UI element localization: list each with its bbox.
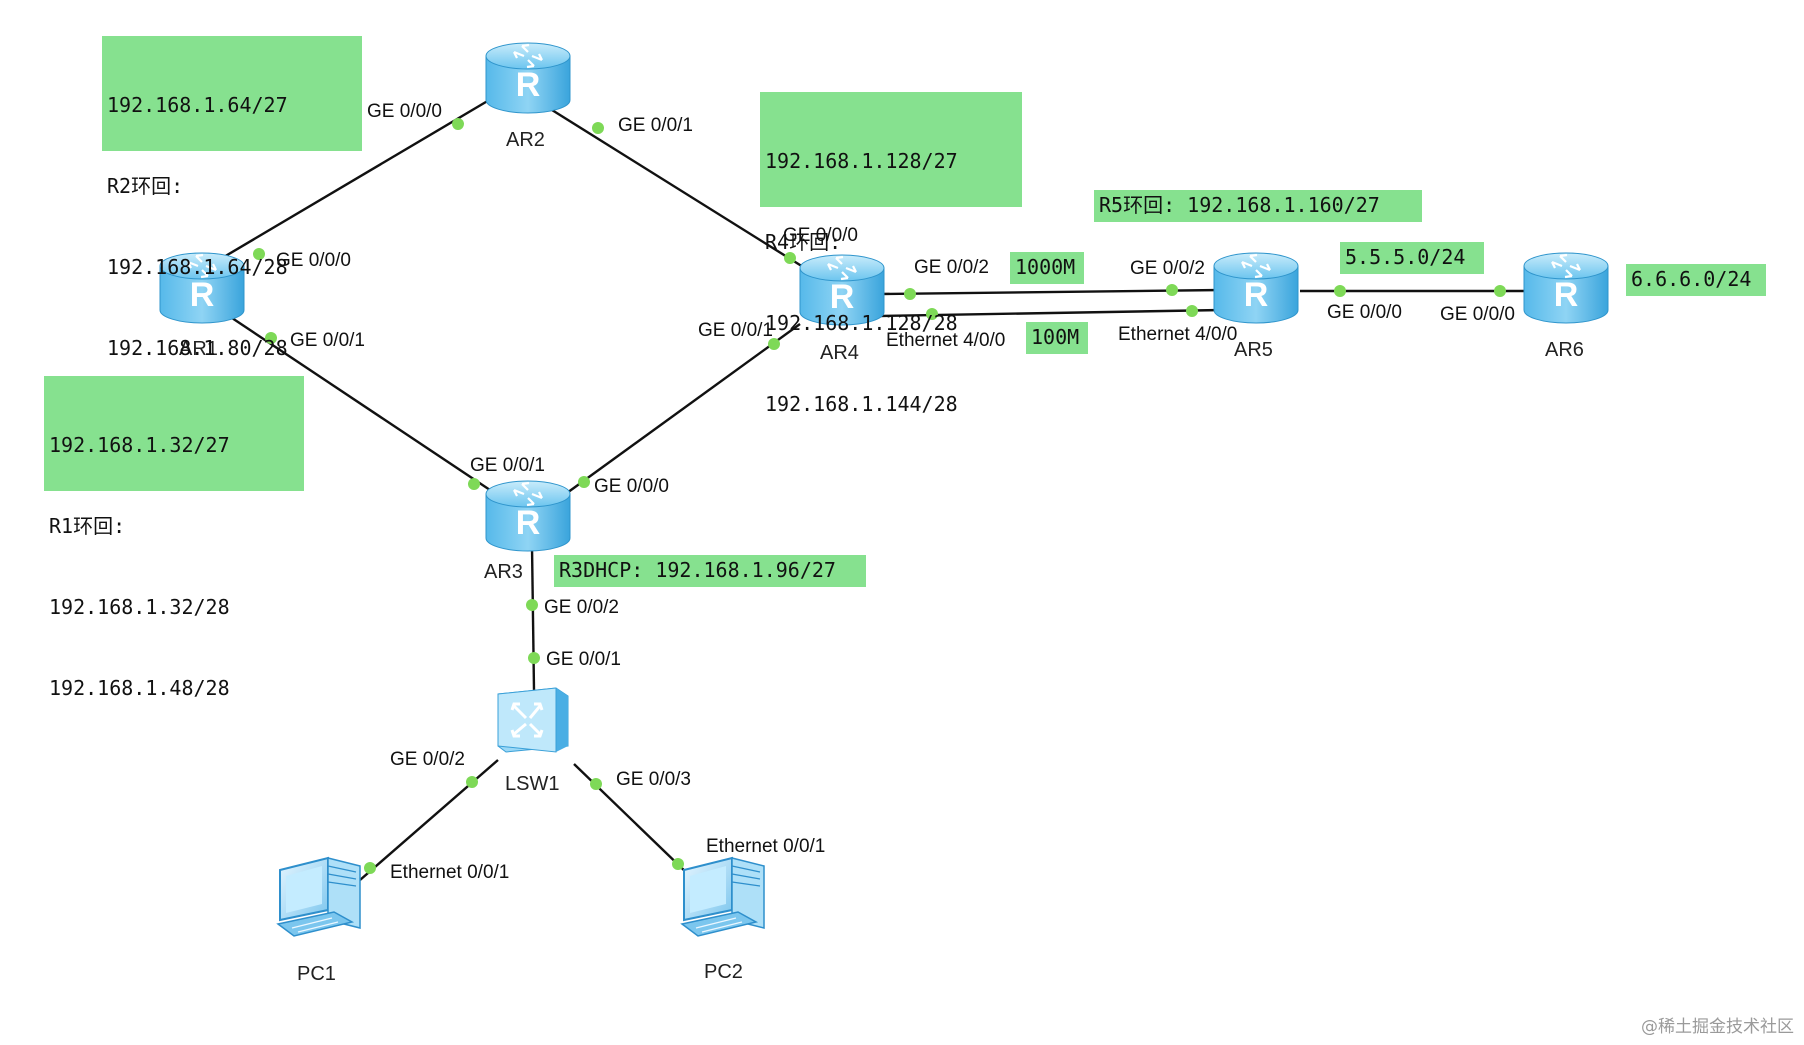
port-label: GE 0/0/2 — [914, 257, 989, 278]
note-link-100m: 100M — [1026, 322, 1088, 354]
port-label: GE 0/0/1 — [698, 320, 773, 341]
link-ar3-lsw1 — [530, 545, 536, 691]
port-label: GE 0/0/1 — [470, 455, 545, 476]
note-line: 192.168.1.64/28 — [107, 255, 288, 279]
note-r2-subnet: 192.168.1.64/27 R2环回: 192.168.1.64/28 19… — [102, 36, 362, 360]
port-label: GE 0/0/2 — [544, 597, 619, 618]
port-dot — [578, 476, 590, 488]
watermark: @稀土掘金技术社区 — [1641, 1017, 1794, 1037]
device-label-ar6: AR6 — [1545, 339, 1584, 361]
port-label: GE 0/0/3 — [616, 769, 691, 790]
router-ar3[interactable] — [484, 479, 572, 553]
device-label-lsw1: LSW1 — [505, 773, 559, 795]
note-link-1000m: 1000M — [1010, 252, 1084, 284]
port-label: GE 0/0/1 — [546, 649, 621, 670]
port-dot — [672, 858, 684, 870]
port-dot — [265, 332, 277, 344]
port-dot — [1494, 285, 1506, 297]
port-dot — [1166, 284, 1178, 296]
router-ar2[interactable] — [484, 41, 572, 115]
link-ar3-ar4 — [559, 323, 801, 499]
port-label: GE 0/0/2 — [1130, 258, 1205, 279]
link-ar4-ar5-1000m — [879, 288, 1223, 296]
port-label: Ethernet 0/0/1 — [706, 836, 825, 857]
device-label-pc1: PC1 — [297, 963, 336, 985]
port-label: Ethernet 4/0/0 — [1118, 324, 1237, 345]
port-label: GE 0/0/1 — [618, 115, 693, 136]
note-line: 192.168.1.128/28 — [765, 311, 958, 335]
port-dot — [768, 338, 780, 350]
port-dot — [590, 778, 602, 790]
port-dot — [1186, 305, 1198, 317]
router-ar6[interactable] — [1522, 251, 1610, 325]
switch-lsw1[interactable] — [496, 686, 570, 754]
port-dot — [592, 122, 604, 134]
note-r3-dhcp: R3DHCP: 192.168.1.96/27 — [554, 555, 866, 587]
port-label: Ethernet 0/0/1 — [390, 862, 509, 883]
port-dot — [466, 776, 478, 788]
port-dot — [1334, 285, 1346, 297]
port-label: GE 0/0/0 — [1327, 302, 1402, 323]
note-r5-loopback: R5环回: 192.168.1.160/27 — [1094, 190, 1422, 222]
port-label: GE 0/0/0 — [276, 250, 351, 271]
port-label: GE 0/0/1 — [290, 330, 365, 351]
note-line: 192.168.1.32/28 — [49, 595, 230, 619]
note-line: R4环回: — [765, 230, 842, 254]
note-line: 192.168.1.64/27 — [107, 93, 288, 117]
note-line: R2环回: — [107, 174, 184, 198]
link-ar2-ar4 — [535, 98, 809, 272]
device-label-ar2: AR2 — [506, 129, 545, 151]
note-line: 192.168.1.144/28 — [765, 392, 958, 416]
port-dot — [253, 248, 265, 260]
device-label-ar4: AR4 — [820, 342, 859, 364]
note-line: 192.168.1.32/27 — [49, 433, 230, 457]
device-label-ar5: AR5 — [1234, 339, 1273, 361]
note-net-6666: 6.6.6.0/24 — [1626, 264, 1766, 296]
port-dot — [528, 652, 540, 664]
port-label: GE 0/0/0 — [1440, 304, 1515, 325]
pc-pc2[interactable] — [681, 857, 765, 937]
port-label: GE 0/0/0 — [367, 101, 442, 122]
note-r4-subnet: 192.168.1.128/27 R4环回: 192.168.1.128/28 … — [760, 92, 1022, 416]
port-dot — [904, 288, 916, 300]
port-label: GE 0/0/0 — [783, 225, 858, 246]
port-dot — [452, 118, 464, 130]
port-dot — [526, 599, 538, 611]
port-dot — [926, 308, 938, 320]
link-ar1-ar2 — [211, 94, 497, 266]
note-r1-subnet: 192.168.1.32/27 R1环回: 192.168.1.32/28 19… — [44, 376, 304, 700]
note-net-5555: 5.5.5.0/24 — [1340, 242, 1484, 274]
note-line: 192.168.1.48/28 — [49, 676, 230, 700]
port-dot — [364, 862, 376, 874]
device-label-ar3: AR3 — [484, 561, 523, 583]
note-line: 192.168.1.128/27 — [765, 149, 958, 173]
port-label: GE 0/0/2 — [390, 749, 465, 770]
router-ar5[interactable] — [1212, 251, 1300, 325]
pc-pc1[interactable] — [277, 857, 361, 937]
device-label-pc2: PC2 — [704, 961, 743, 983]
port-dot — [784, 252, 796, 264]
port-label: GE 0/0/0 — [594, 476, 669, 497]
device-label-ar1: AR1 — [179, 338, 218, 360]
note-line: R1环回: — [49, 514, 126, 538]
port-label: Ethernet 4/0/0 — [886, 330, 1005, 351]
port-dot — [468, 478, 480, 490]
note-line: 192.168.1.80/28 — [107, 336, 288, 360]
